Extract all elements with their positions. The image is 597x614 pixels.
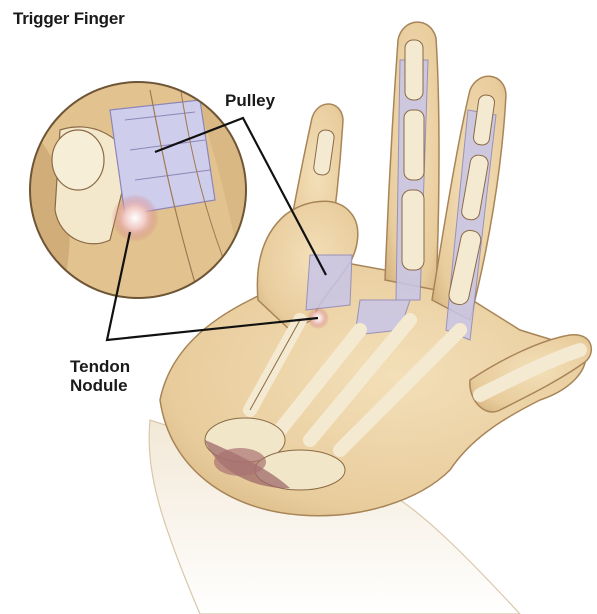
magnified-inset (20, 70, 260, 310)
page-title: Trigger Finger (13, 9, 125, 28)
pulley-label: Pulley (225, 91, 275, 110)
tendon-nodule-label-line2: Nodule (70, 376, 130, 395)
tendon-nodule-label-line1: Tendon (70, 357, 130, 376)
tendon-nodule-label: Tendon Nodule (70, 357, 130, 395)
tendon-nodule-inset (111, 194, 159, 242)
